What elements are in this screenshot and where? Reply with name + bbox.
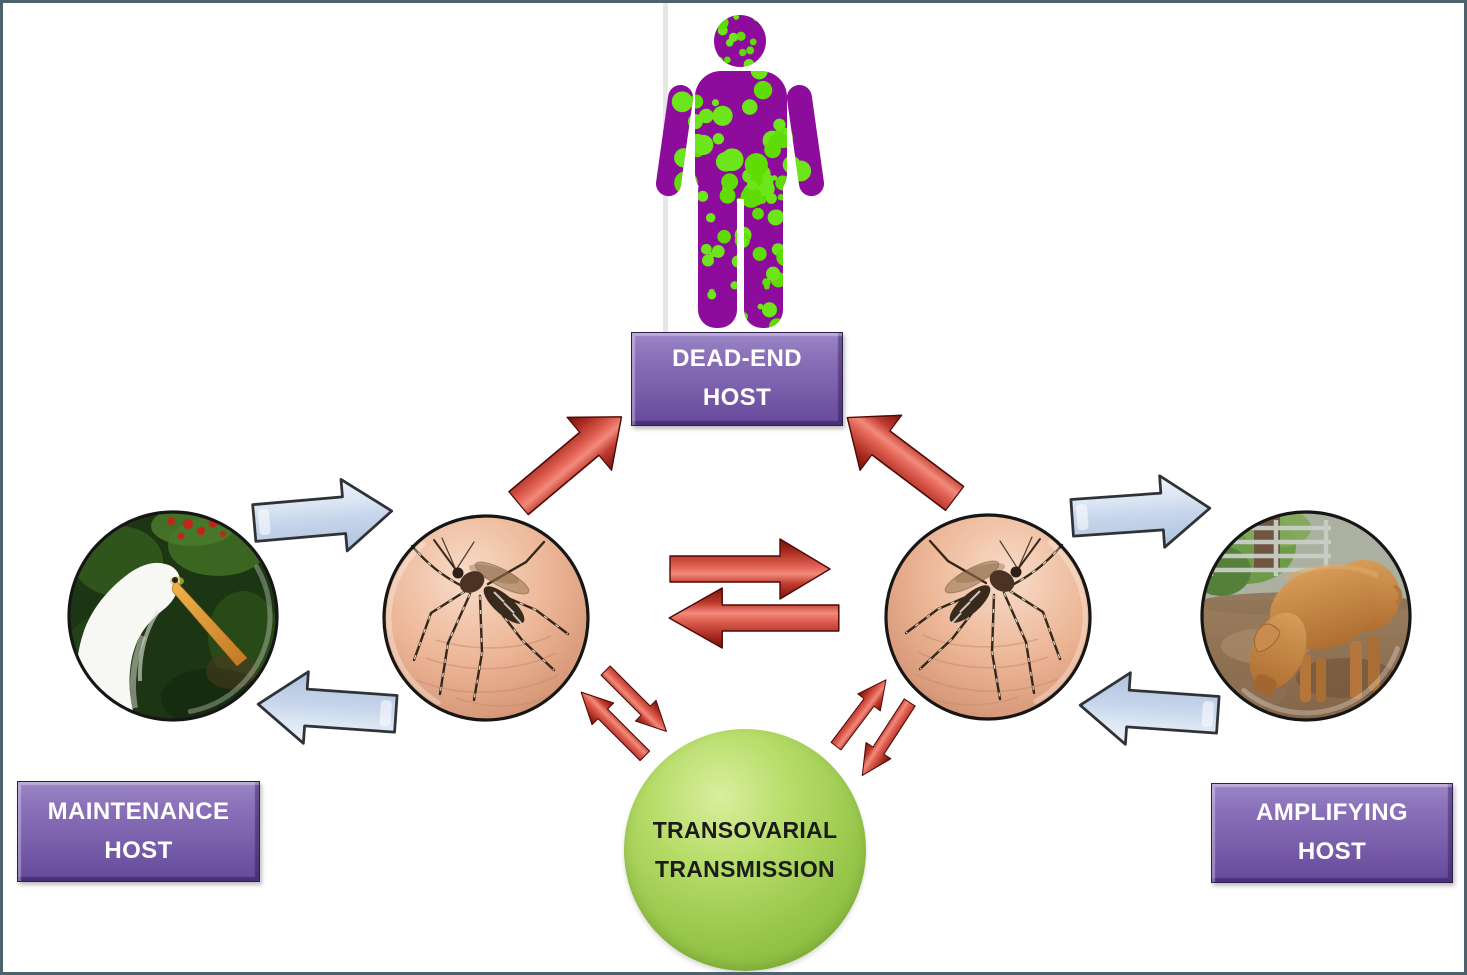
label-line: HOST xyxy=(702,384,772,411)
infected-human-icon xyxy=(655,15,825,328)
label-line: MAINTENANCE xyxy=(47,797,230,825)
diagram-graphics xyxy=(67,3,1412,785)
dead-end-host-label: DEAD-END HOST xyxy=(631,332,843,426)
transovarial-transmission-node: TRANSOVARIAL TRANSMISSION xyxy=(624,729,866,971)
label-line: HOST xyxy=(104,836,173,864)
berries xyxy=(167,517,226,540)
maintenance-host-label: MAINTENANCE HOST xyxy=(17,781,260,882)
red-arrow-right-to-deadend xyxy=(825,389,977,527)
blue-arrow-bird-to-mosquito xyxy=(249,473,397,561)
amplifying-host-label: AMPLIFYING HOST xyxy=(1211,783,1453,883)
red-arrow-left-to-deadend xyxy=(495,389,645,531)
blue-arrow-pig-to-mosquito xyxy=(1076,668,1222,752)
red-arrow-mosquito-left xyxy=(668,587,840,649)
pig-body xyxy=(1249,560,1403,702)
egret-bird xyxy=(76,562,248,720)
label-line: TRANSOVARIAL xyxy=(652,816,838,843)
label-line: TRANSMISSION xyxy=(655,856,835,882)
blue-arrow-mosquito-to-bird xyxy=(254,667,400,751)
virus-spots xyxy=(660,15,812,328)
label-line: HOST xyxy=(1297,838,1367,865)
blue-arrow-mosquito-to-pig xyxy=(1068,471,1214,555)
label-line: DEAD-END xyxy=(672,345,802,373)
red-arrow-mosquito-right xyxy=(669,538,831,600)
label-line: AMPLIFYING xyxy=(1256,799,1408,827)
